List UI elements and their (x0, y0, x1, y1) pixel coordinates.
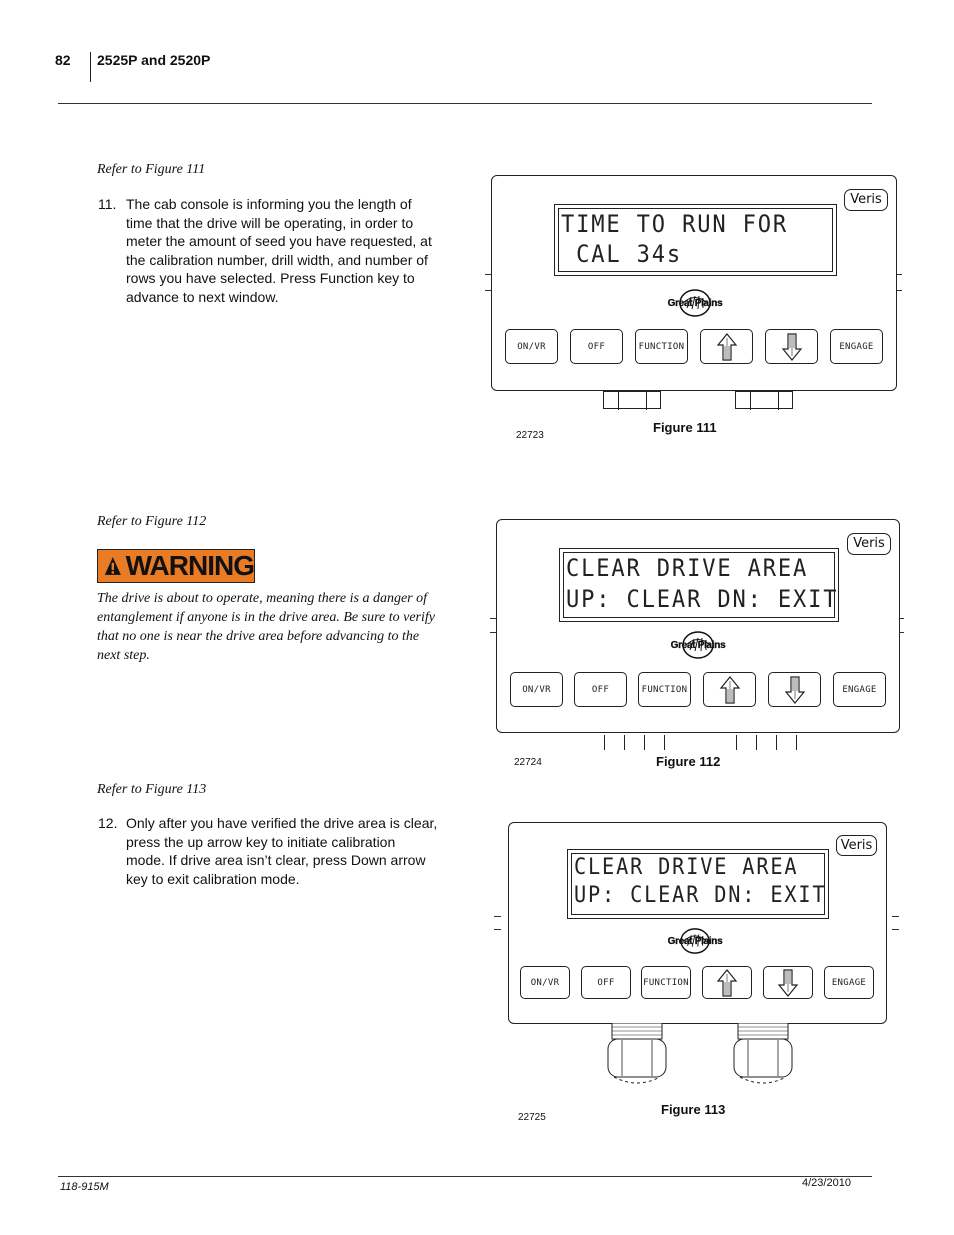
lcd-line-2: UP: CLEAR DN: EXIT (566, 585, 839, 613)
lcd-line-1: CLEAR DRIVE AREA (566, 554, 809, 582)
warning-word: WARNING (125, 550, 255, 581)
step-text: Only after you have verified the drive a… (126, 815, 438, 887)
side-tick (490, 632, 497, 633)
step-number: 12. (98, 815, 118, 831)
header-divider (90, 52, 91, 82)
side-tick (895, 274, 902, 275)
on-vr-key[interactable]: ON/VR (520, 966, 570, 999)
cable-connector (735, 391, 793, 410)
cable-gland (607, 1023, 667, 1084)
step-text: The cab console is informing you the len… (126, 196, 432, 305)
figure-id: 22724 (514, 757, 542, 768)
down-arrow-icon (784, 675, 805, 704)
on-vr-key[interactable]: ON/VR (510, 672, 563, 707)
lcd-line-1: TIME TO RUN FOR (561, 210, 789, 238)
cable-connector (604, 733, 666, 750)
step-11: 11. The cab console is informing you the… (98, 195, 438, 306)
up-arrow-key[interactable] (700, 329, 753, 364)
figure-id: 22723 (516, 430, 544, 441)
warning-text: The drive is about to operate, meaning t… (97, 591, 435, 663)
veris-logo: Veris (836, 835, 877, 856)
figure-id: 22725 (518, 1112, 546, 1123)
side-tick (494, 929, 501, 930)
figure-111: TIME TO RUN FOR CAL 34s Veris Great Plai… (485, 174, 903, 414)
great-plains-emblem-icon (682, 631, 714, 659)
document-number: 118-915M (60, 1181, 109, 1193)
cable-connector (736, 733, 798, 750)
off-key[interactable]: OFF (570, 329, 623, 364)
side-tick (892, 916, 899, 917)
side-tick (485, 290, 492, 291)
off-key[interactable]: OFF (574, 672, 627, 707)
side-tick (494, 916, 501, 917)
lcd-line-2: CAL 34s (561, 240, 683, 268)
cab-console: CLEAR DRIVE AREA UP: CLEAR DN: EXIT Veri… (508, 822, 887, 1024)
warning-label: WARNING (97, 549, 255, 583)
side-tick (897, 618, 904, 619)
up-arrow-icon (716, 332, 737, 361)
step-number: 11. (98, 196, 117, 212)
logo-text: Great Plains (670, 639, 726, 651)
cab-console: CLEAR DRIVE AREA UP: CLEAR DN: EXIT Veri… (496, 519, 900, 733)
refer-figure-113: Refer to Figure 113 (97, 782, 207, 797)
great-plains-logo: Great Plains (655, 630, 741, 660)
revision-date: 4/23/2010 (802, 1177, 851, 1189)
logo-text: Great Plains (667, 297, 723, 309)
up-arrow-icon (716, 968, 738, 997)
logo-text: Great Plains (667, 935, 723, 947)
on-vr-key[interactable]: ON/VR (505, 329, 558, 364)
cable-gland (733, 1023, 793, 1084)
great-plains-emblem-icon (679, 289, 711, 317)
lcd-line-1: CLEAR DRIVE AREA (574, 855, 799, 880)
off-key[interactable]: OFF (581, 966, 631, 999)
engage-key[interactable]: ENGAGE (824, 966, 874, 999)
lcd-display: CLEAR DRIVE AREA UP: CLEAR DN: EXIT (559, 548, 839, 622)
great-plains-emblem-icon (680, 928, 710, 954)
figure-caption: Figure 112 (656, 754, 721, 769)
step-12: 12. Only after you have verified the dri… (98, 814, 438, 888)
header-rule (58, 103, 872, 104)
engage-key[interactable]: ENGAGE (833, 672, 886, 707)
footer-rule (58, 1176, 872, 1177)
lcd-line-2: UP: CLEAR DN: EXIT (574, 883, 827, 908)
refer-figure-112: Refer to Figure 112 (97, 514, 207, 529)
side-tick (490, 618, 497, 619)
great-plains-logo: Great Plains (655, 927, 735, 955)
cable-connector (603, 391, 661, 410)
up-arrow-key[interactable] (703, 672, 756, 707)
document-title: 2525P and 2520P (97, 52, 211, 68)
warning-triangle-icon (104, 557, 121, 575)
lcd-display: TIME TO RUN FOR CAL 34s (554, 204, 837, 276)
great-plains-logo: Great Plains (652, 288, 738, 318)
veris-logo: Veris (844, 189, 888, 211)
side-tick (897, 632, 904, 633)
down-arrow-icon (777, 968, 799, 997)
cab-console: TIME TO RUN FOR CAL 34s Veris Great Plai… (491, 175, 897, 391)
page-number: 82 (55, 52, 71, 68)
down-arrow-icon (781, 332, 802, 361)
side-tick (895, 290, 902, 291)
function-key[interactable]: FUNCTION (641, 966, 691, 999)
side-tick (892, 929, 899, 930)
up-arrow-key[interactable] (702, 966, 752, 999)
function-key[interactable]: FUNCTION (638, 672, 691, 707)
up-arrow-icon (719, 675, 740, 704)
figure-caption: Figure 111 (653, 420, 717, 435)
function-key[interactable]: FUNCTION (635, 329, 688, 364)
refer-figure-111: Refer to Figure 111 (97, 162, 206, 177)
lcd-display: CLEAR DRIVE AREA UP: CLEAR DN: EXIT (567, 849, 829, 919)
engage-key[interactable]: ENGAGE (830, 329, 883, 364)
veris-logo: Veris (847, 533, 891, 555)
side-tick (485, 274, 492, 275)
down-arrow-key[interactable] (768, 672, 821, 707)
figure-112: CLEAR DRIVE AREA UP: CLEAR DN: EXIT Veri… (490, 518, 904, 750)
figure-113: CLEAR DRIVE AREA UP: CLEAR DN: EXIT Veri… (494, 821, 902, 1091)
figure-caption: Figure 113 (661, 1102, 726, 1117)
down-arrow-key[interactable] (765, 329, 818, 364)
down-arrow-key[interactable] (763, 966, 813, 999)
